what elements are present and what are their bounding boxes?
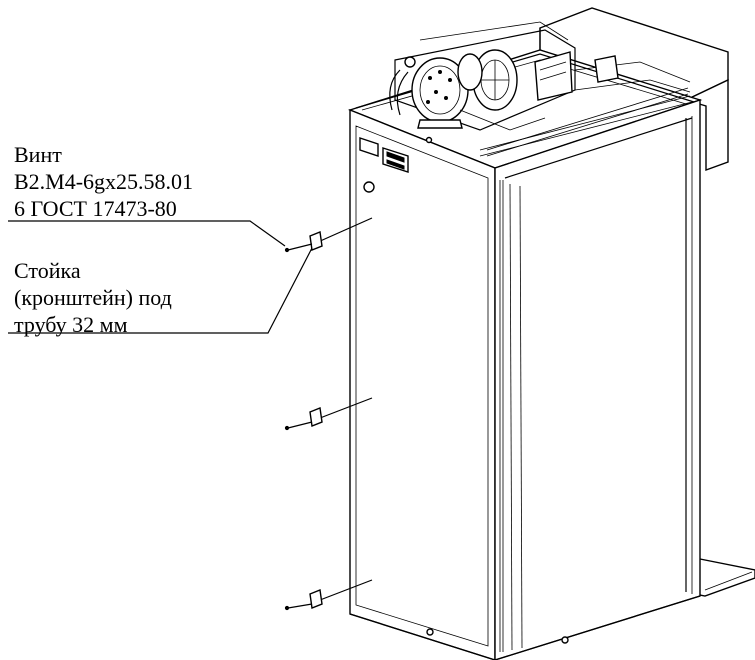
leader-line-screw xyxy=(8,220,286,247)
callout-bracket-line-2: (кронштейн) под xyxy=(14,285,172,310)
compressor-unit xyxy=(389,21,691,131)
bracket-middle xyxy=(284,397,373,431)
callout-screw-line-1: Винт xyxy=(14,142,62,167)
label-plate-icon xyxy=(359,137,409,173)
bracket-top xyxy=(284,217,373,253)
fan-icon xyxy=(457,49,518,111)
foot-left xyxy=(426,628,434,636)
top-screw xyxy=(425,136,433,144)
callout-bracket-line-1: Стойка xyxy=(14,258,81,283)
callout-screw: Винт В2.М4-6gх25.58.01 6 ГОСТ 17473-80 xyxy=(8,142,286,247)
bracket-bottom xyxy=(284,579,373,611)
callout-screw-line-2: В2.М4-6gх25.58.01 xyxy=(14,169,193,194)
top-vent-grille xyxy=(486,87,689,157)
callout-screw-line-3: 6 ГОСТ 17473-80 xyxy=(14,196,177,221)
cabinet-body xyxy=(347,49,703,660)
compressor-icon xyxy=(411,57,469,129)
foot-right xyxy=(561,636,569,644)
door-hinge-strip xyxy=(499,180,504,652)
leader-line-bracket xyxy=(8,247,313,334)
base-support xyxy=(694,557,755,597)
indicator-lamp xyxy=(363,181,375,193)
callout-bracket: Стойка (кронштейн) под трубу 32 мм xyxy=(8,247,313,337)
